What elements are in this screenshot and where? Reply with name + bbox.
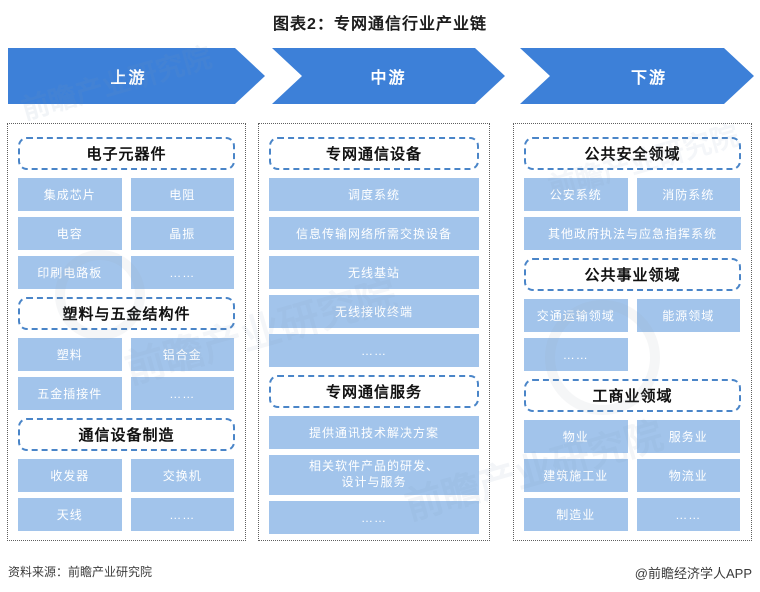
- item-box: 天线: [18, 498, 122, 531]
- item-box: ……: [269, 501, 479, 534]
- section-items: 调度系统信息传输网络所需交换设备无线基站无线接收终端 ……: [269, 178, 479, 367]
- section-items: 收发器交换机天线……: [18, 459, 235, 531]
- item-box: ……: [524, 338, 628, 371]
- stage-arrow-label: 上游: [110, 70, 147, 87]
- section-header: 工商业领域: [524, 379, 741, 412]
- item-box: 印刷电路板: [18, 256, 122, 289]
- item-box: 制造业: [524, 498, 628, 531]
- section-header: 公共事业领域: [524, 258, 741, 291]
- item-box: 交通运输领域: [524, 299, 628, 332]
- item-box: 电容: [18, 217, 122, 250]
- item-box: 无线接收终端: [269, 295, 479, 328]
- section-header: 塑料与五金结构件: [18, 297, 235, 330]
- section-items: 公安系统消防系统其他政府执法与应急指挥系统: [524, 178, 741, 250]
- stage-arrow-downstream: 下游: [520, 48, 754, 104]
- stage-arrow-upstream: 上游: [8, 48, 265, 104]
- section-items: 提供通讯技术解决方案相关软件产品的研发、 设计与服务 ……: [269, 416, 479, 534]
- item-box: 集成芯片: [18, 178, 122, 211]
- item-box: ……: [636, 498, 740, 531]
- item-box: ……: [130, 256, 234, 289]
- item-box: ……: [130, 377, 234, 410]
- credit-note: @前瞻经济学人APP: [634, 566, 752, 581]
- item-box: ……: [269, 334, 479, 367]
- item-box: 公安系统: [524, 178, 628, 211]
- item-box: 提供通讯技术解决方案: [269, 416, 479, 449]
- item-box: 建筑施工业: [524, 459, 628, 492]
- item-box: 其他政府执法与应急指挥系统: [524, 217, 741, 250]
- section-header: 专网通信设备: [269, 137, 479, 170]
- item-box: 相关软件产品的研发、 设计与服务: [269, 455, 479, 495]
- item-box: 晶振: [130, 217, 234, 250]
- item-box: 消防系统: [636, 178, 740, 211]
- item-box: 服务业: [636, 420, 740, 453]
- section-items: 物业服务业建筑施工业物流业制造业……: [524, 420, 741, 531]
- item-box: 五金插接件: [18, 377, 122, 410]
- item-box: 交换机: [130, 459, 234, 492]
- stage-column-downstream: 公共安全领域公安系统消防系统其他政府执法与应急指挥系统公共事业领域交通运输领域能…: [513, 123, 752, 541]
- section-header: 电子元器件: [18, 137, 235, 170]
- item-box: 铝合金: [130, 338, 234, 371]
- stage-arrow-midstream: 中游: [272, 48, 505, 104]
- item-box: 信息传输网络所需交换设备: [269, 217, 479, 250]
- source-note: 资料来源：前瞻产业研究院: [8, 565, 153, 579]
- stage-arrow-label: 下游: [630, 70, 667, 87]
- item-box: 塑料: [18, 338, 122, 371]
- item-box: 物业: [524, 420, 628, 453]
- section-items: 交通运输领域能源领域……: [524, 299, 741, 371]
- section-header: 公共安全领域: [524, 137, 741, 170]
- stage-column-midstream: 专网通信设备调度系统信息传输网络所需交换设备无线基站无线接收终端 …… 专网通信服务…: [258, 123, 490, 541]
- item-box: 物流业: [636, 459, 740, 492]
- item-box: ……: [130, 498, 234, 531]
- stage-arrow-label: 中游: [370, 70, 407, 87]
- item-box: 调度系统: [269, 178, 479, 211]
- item-box: 能源领域: [636, 299, 740, 332]
- item-box: 无线基站: [269, 256, 479, 289]
- section-items: 塑料铝合金五金插接件……: [18, 338, 235, 410]
- section-items: 集成芯片电阻电容晶振印刷电路板……: [18, 178, 235, 289]
- item-box: 电阻: [130, 178, 234, 211]
- item-box: 收发器: [18, 459, 122, 492]
- section-header: 专网通信服务: [269, 375, 479, 408]
- chart-title: 图表2：专网通信行业产业链: [273, 16, 487, 33]
- section-header: 通信设备制造: [18, 418, 235, 451]
- stage-column-upstream: 电子元器件集成芯片电阻电容晶振印刷电路板……塑料与五金结构件塑料铝合金五金插接件…: [7, 123, 246, 541]
